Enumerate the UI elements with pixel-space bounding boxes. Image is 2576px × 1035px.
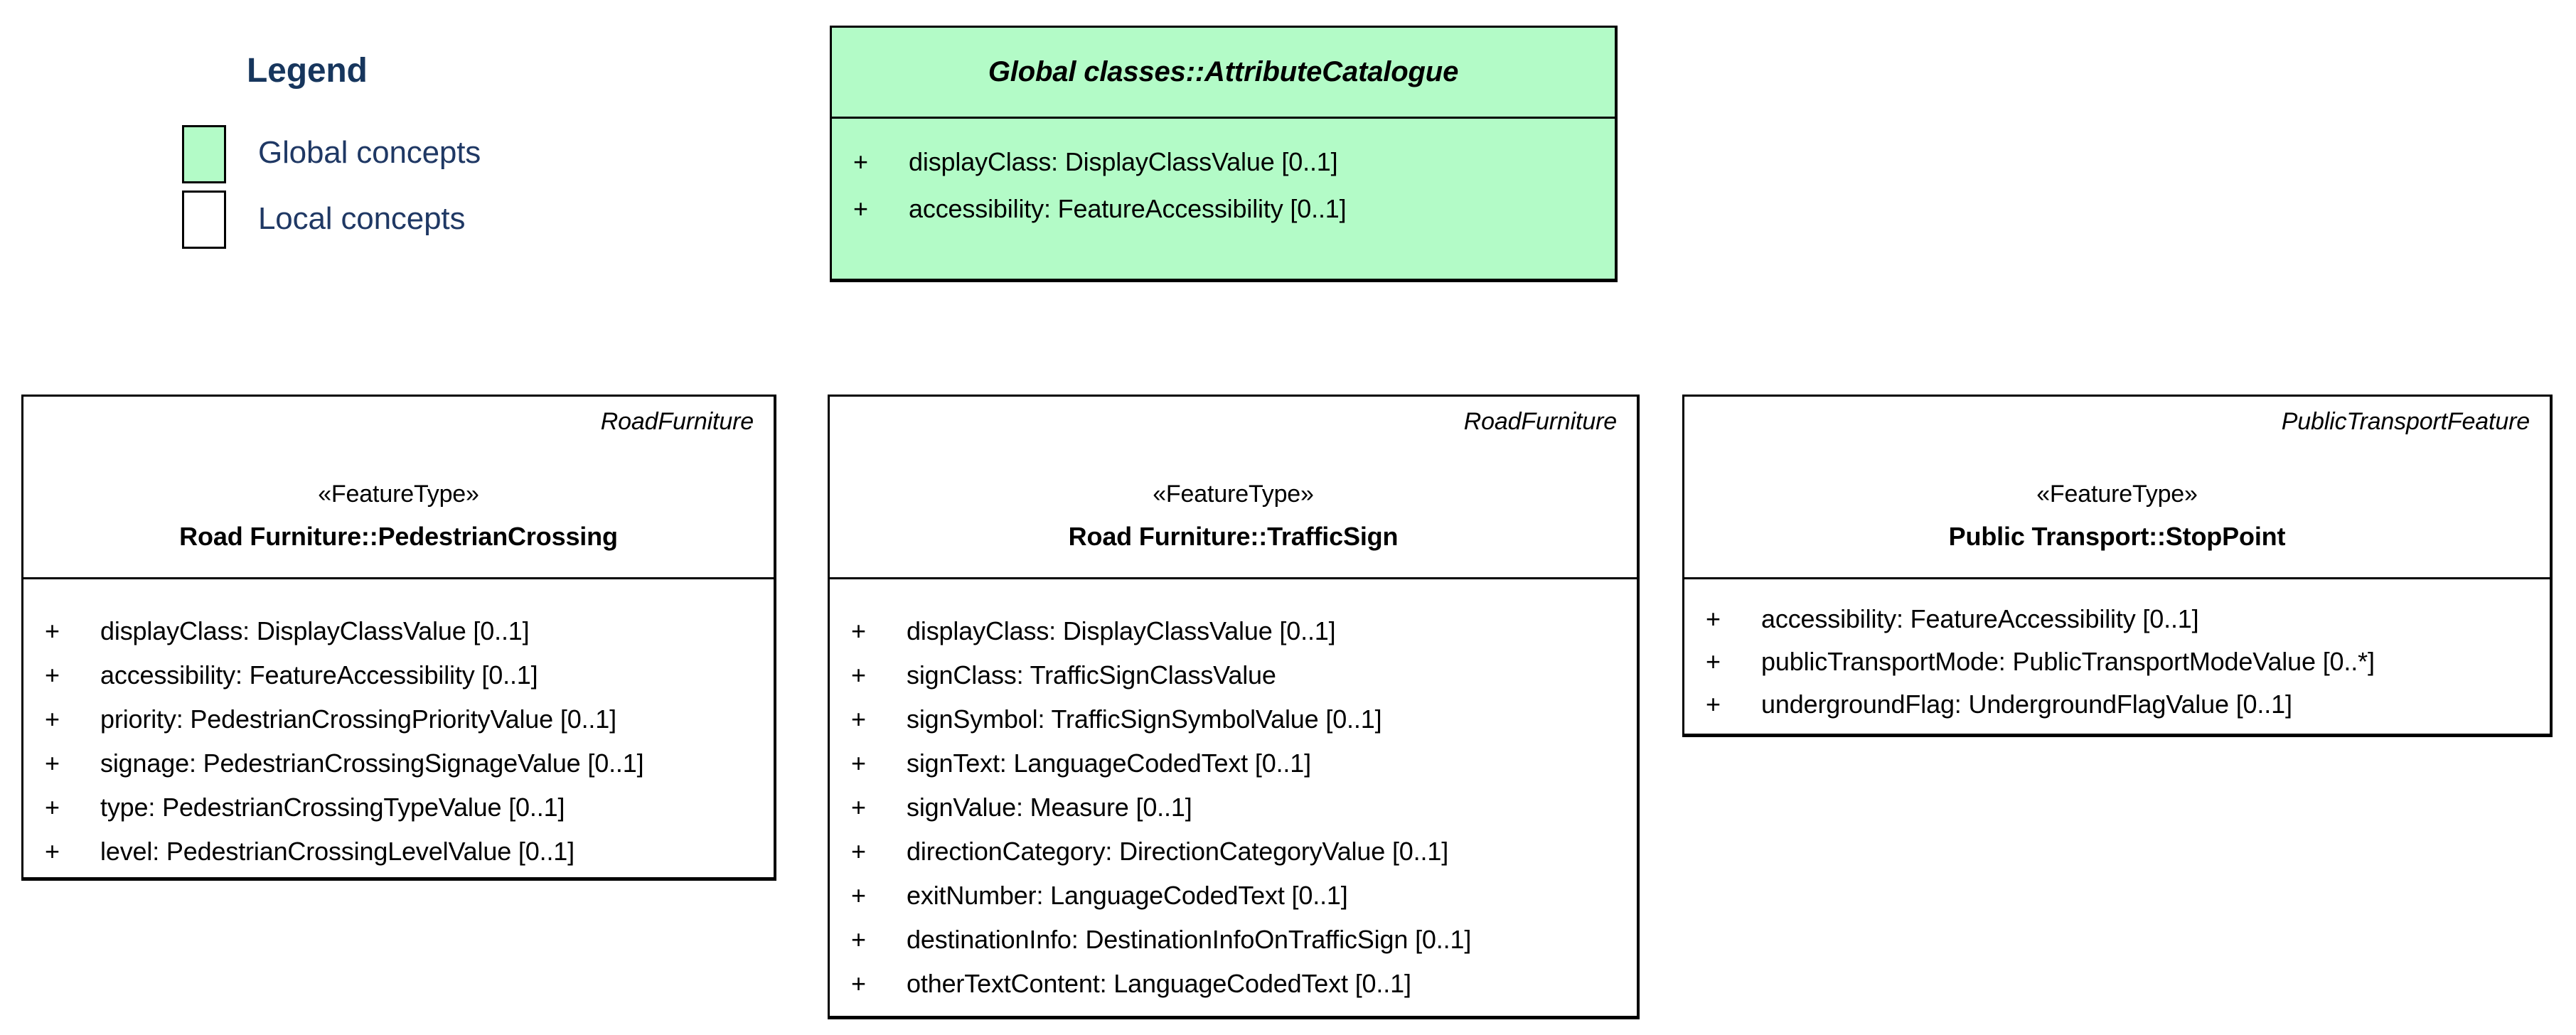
stereotype-label: «FeatureType» — [2036, 481, 2198, 508]
attribute-text: exitNumber: LanguageCodedText [0..1] — [907, 881, 1348, 910]
visibility-plus-symbol: + — [851, 660, 866, 690]
attributes-compartment: + displayClass: DisplayClassValue [0..1]… — [830, 579, 1637, 1006]
attribute-row: + exitNumber: LanguageCodedText [0..1] — [830, 874, 1637, 918]
legend-title: Legend — [247, 52, 368, 90]
attribute-text: accessibility: FeatureAccessibility [0..… — [1761, 604, 2199, 633]
visibility-plus-symbol: + — [851, 793, 866, 822]
class-title: Global classes::AttributeCatalogue — [988, 56, 1459, 87]
attribute-row: + priority: PedestrianCrossingPriorityVa… — [23, 697, 774, 741]
package-name: RoadFurniture — [600, 408, 754, 435]
attribute-text: publicTransportMode: PublicTransportMode… — [1761, 647, 2375, 676]
local-concepts-label: Local concepts — [258, 201, 466, 236]
attribute-row: + displayClass: DisplayClassValue [0..1] — [832, 139, 1615, 186]
class-header: PublicTransportFeature «FeatureType» Pub… — [1684, 397, 2550, 579]
attribute-row: + signSymbol: TrafficSignSymbolValue [0.… — [830, 697, 1637, 741]
visibility-plus-symbol: + — [851, 704, 866, 734]
attribute-text: level: PedestrianCrossingLevelValue [0..… — [100, 837, 574, 866]
package-name: PublicTransportFeature — [2281, 408, 2530, 435]
attribute-text: displayClass: DisplayClassValue [0..1] — [907, 616, 1336, 645]
attribute-row: + signValue: Measure [0..1] — [830, 785, 1637, 830]
visibility-plus-symbol: + — [1706, 647, 1721, 676]
attribute-row: + type: PedestrianCrossingTypeValue [0..… — [23, 785, 774, 830]
class-box-traffic-sign: RoadFurniture «FeatureType» Road Furnitu… — [828, 395, 1640, 1019]
class-name: Road Furniture::TrafficSign — [1068, 522, 1399, 551]
attribute-text: signage: PedestrianCrossingSignageValue … — [100, 749, 644, 778]
attribute-row: + undergroundFlag: UndergroundFlagValue … — [1684, 683, 2550, 726]
attribute-row: + destinationInfo: DestinationInfoOnTraf… — [830, 918, 1637, 962]
attribute-row: + publicTransportMode: PublicTransportMo… — [1684, 640, 2550, 683]
package-name: RoadFurniture — [1463, 408, 1617, 435]
attribute-row: + signage: PedestrianCrossingSignageValu… — [23, 741, 774, 785]
stereotype-label: «FeatureType» — [1153, 481, 1314, 508]
attributes-compartment: + displayClass: DisplayClassValue [0..1]… — [832, 119, 1615, 232]
attribute-row: + directionCategory: DirectionCategoryVa… — [830, 830, 1637, 874]
attribute-text: signSymbol: TrafficSignSymbolValue [0..1… — [907, 704, 1382, 734]
visibility-plus-symbol: + — [851, 837, 866, 866]
class-box-pedestrian-crossing: RoadFurniture «FeatureType» Road Furnitu… — [21, 395, 776, 881]
attribute-text: accessibility: FeatureAccessibility [0..… — [909, 194, 1347, 223]
visibility-plus-symbol: + — [1706, 604, 1721, 633]
visibility-plus-symbol: + — [45, 749, 60, 778]
visibility-plus-symbol: + — [1706, 690, 1721, 719]
visibility-plus-symbol: + — [853, 147, 868, 176]
attribute-row: + signText: LanguageCodedText [0..1] — [830, 741, 1637, 785]
class-name: Public Transport::StopPoint — [1948, 522, 2286, 551]
attribute-text: directionCategory: DirectionCategoryValu… — [907, 837, 1449, 866]
attribute-row: + level: PedestrianCrossingLevelValue [0… — [23, 830, 774, 874]
stereotype-label: «FeatureType» — [318, 481, 479, 508]
attribute-text: signValue: Measure [0..1] — [907, 793, 1192, 822]
attribute-text: destinationInfo: DestinationInfoOnTraffi… — [907, 925, 1472, 954]
attributes-compartment: + accessibility: FeatureAccessibility [0… — [1684, 579, 2550, 726]
attribute-text: priority: PedestrianCrossingPriorityValu… — [100, 704, 616, 734]
visibility-plus-symbol: + — [851, 969, 866, 998]
attribute-row: + accessibility: FeatureAccessibility [0… — [832, 186, 1615, 232]
visibility-plus-symbol: + — [851, 616, 866, 645]
visibility-plus-symbol: + — [851, 749, 866, 778]
global-concepts-swatch — [182, 125, 226, 183]
visibility-plus-symbol: + — [45, 793, 60, 822]
attribute-row: + otherTextContent: LanguageCodedText [0… — [830, 962, 1637, 1006]
attribute-text: displayClass: DisplayClassValue [0..1] — [909, 147, 1338, 176]
visibility-plus-symbol: + — [45, 704, 60, 734]
attribute-text: displayClass: DisplayClassValue [0..1] — [100, 616, 530, 645]
attribute-text: signClass: TrafficSignClassValue — [907, 660, 1276, 690]
class-header: RoadFurniture «FeatureType» Road Furnitu… — [23, 397, 774, 579]
global-concepts-label: Global concepts — [258, 135, 481, 170]
attribute-row: + signClass: TrafficSignClassValue — [830, 653, 1637, 697]
visibility-plus-symbol: + — [851, 925, 866, 954]
visibility-plus-symbol: + — [45, 837, 60, 866]
class-name: Road Furniture::PedestrianCrossing — [179, 522, 618, 551]
class-box-stop-point: PublicTransportFeature «FeatureType» Pub… — [1682, 395, 2553, 737]
attributes-compartment: + displayClass: DisplayClassValue [0..1]… — [23, 579, 774, 874]
visibility-plus-symbol: + — [45, 616, 60, 645]
attribute-row: + accessibility: FeatureAccessibility [0… — [1684, 598, 2550, 640]
attribute-row: + displayClass: DisplayClassValue [0..1] — [23, 609, 774, 653]
attribute-row: + accessibility: FeatureAccessibility [0… — [23, 653, 774, 697]
local-concepts-swatch — [182, 191, 226, 249]
attribute-text: undergroundFlag: UndergroundFlagValue [0… — [1761, 690, 2292, 719]
attribute-row: + displayClass: DisplayClassValue [0..1] — [830, 609, 1637, 653]
visibility-plus-symbol: + — [45, 660, 60, 690]
class-header: Global classes::AttributeCatalogue — [832, 28, 1615, 119]
class-box-attribute-catalogue: Global classes::AttributeCatalogue + dis… — [830, 26, 1618, 282]
attribute-text: type: PedestrianCrossingTypeValue [0..1] — [100, 793, 565, 822]
attribute-text: accessibility: FeatureAccessibility [0..… — [100, 660, 538, 690]
visibility-plus-symbol: + — [853, 194, 868, 223]
class-header: RoadFurniture «FeatureType» Road Furnitu… — [830, 397, 1637, 579]
attribute-text: signText: LanguageCodedText [0..1] — [907, 749, 1311, 778]
attribute-text: otherTextContent: LanguageCodedText [0..… — [907, 969, 1411, 998]
visibility-plus-symbol: + — [851, 881, 866, 910]
